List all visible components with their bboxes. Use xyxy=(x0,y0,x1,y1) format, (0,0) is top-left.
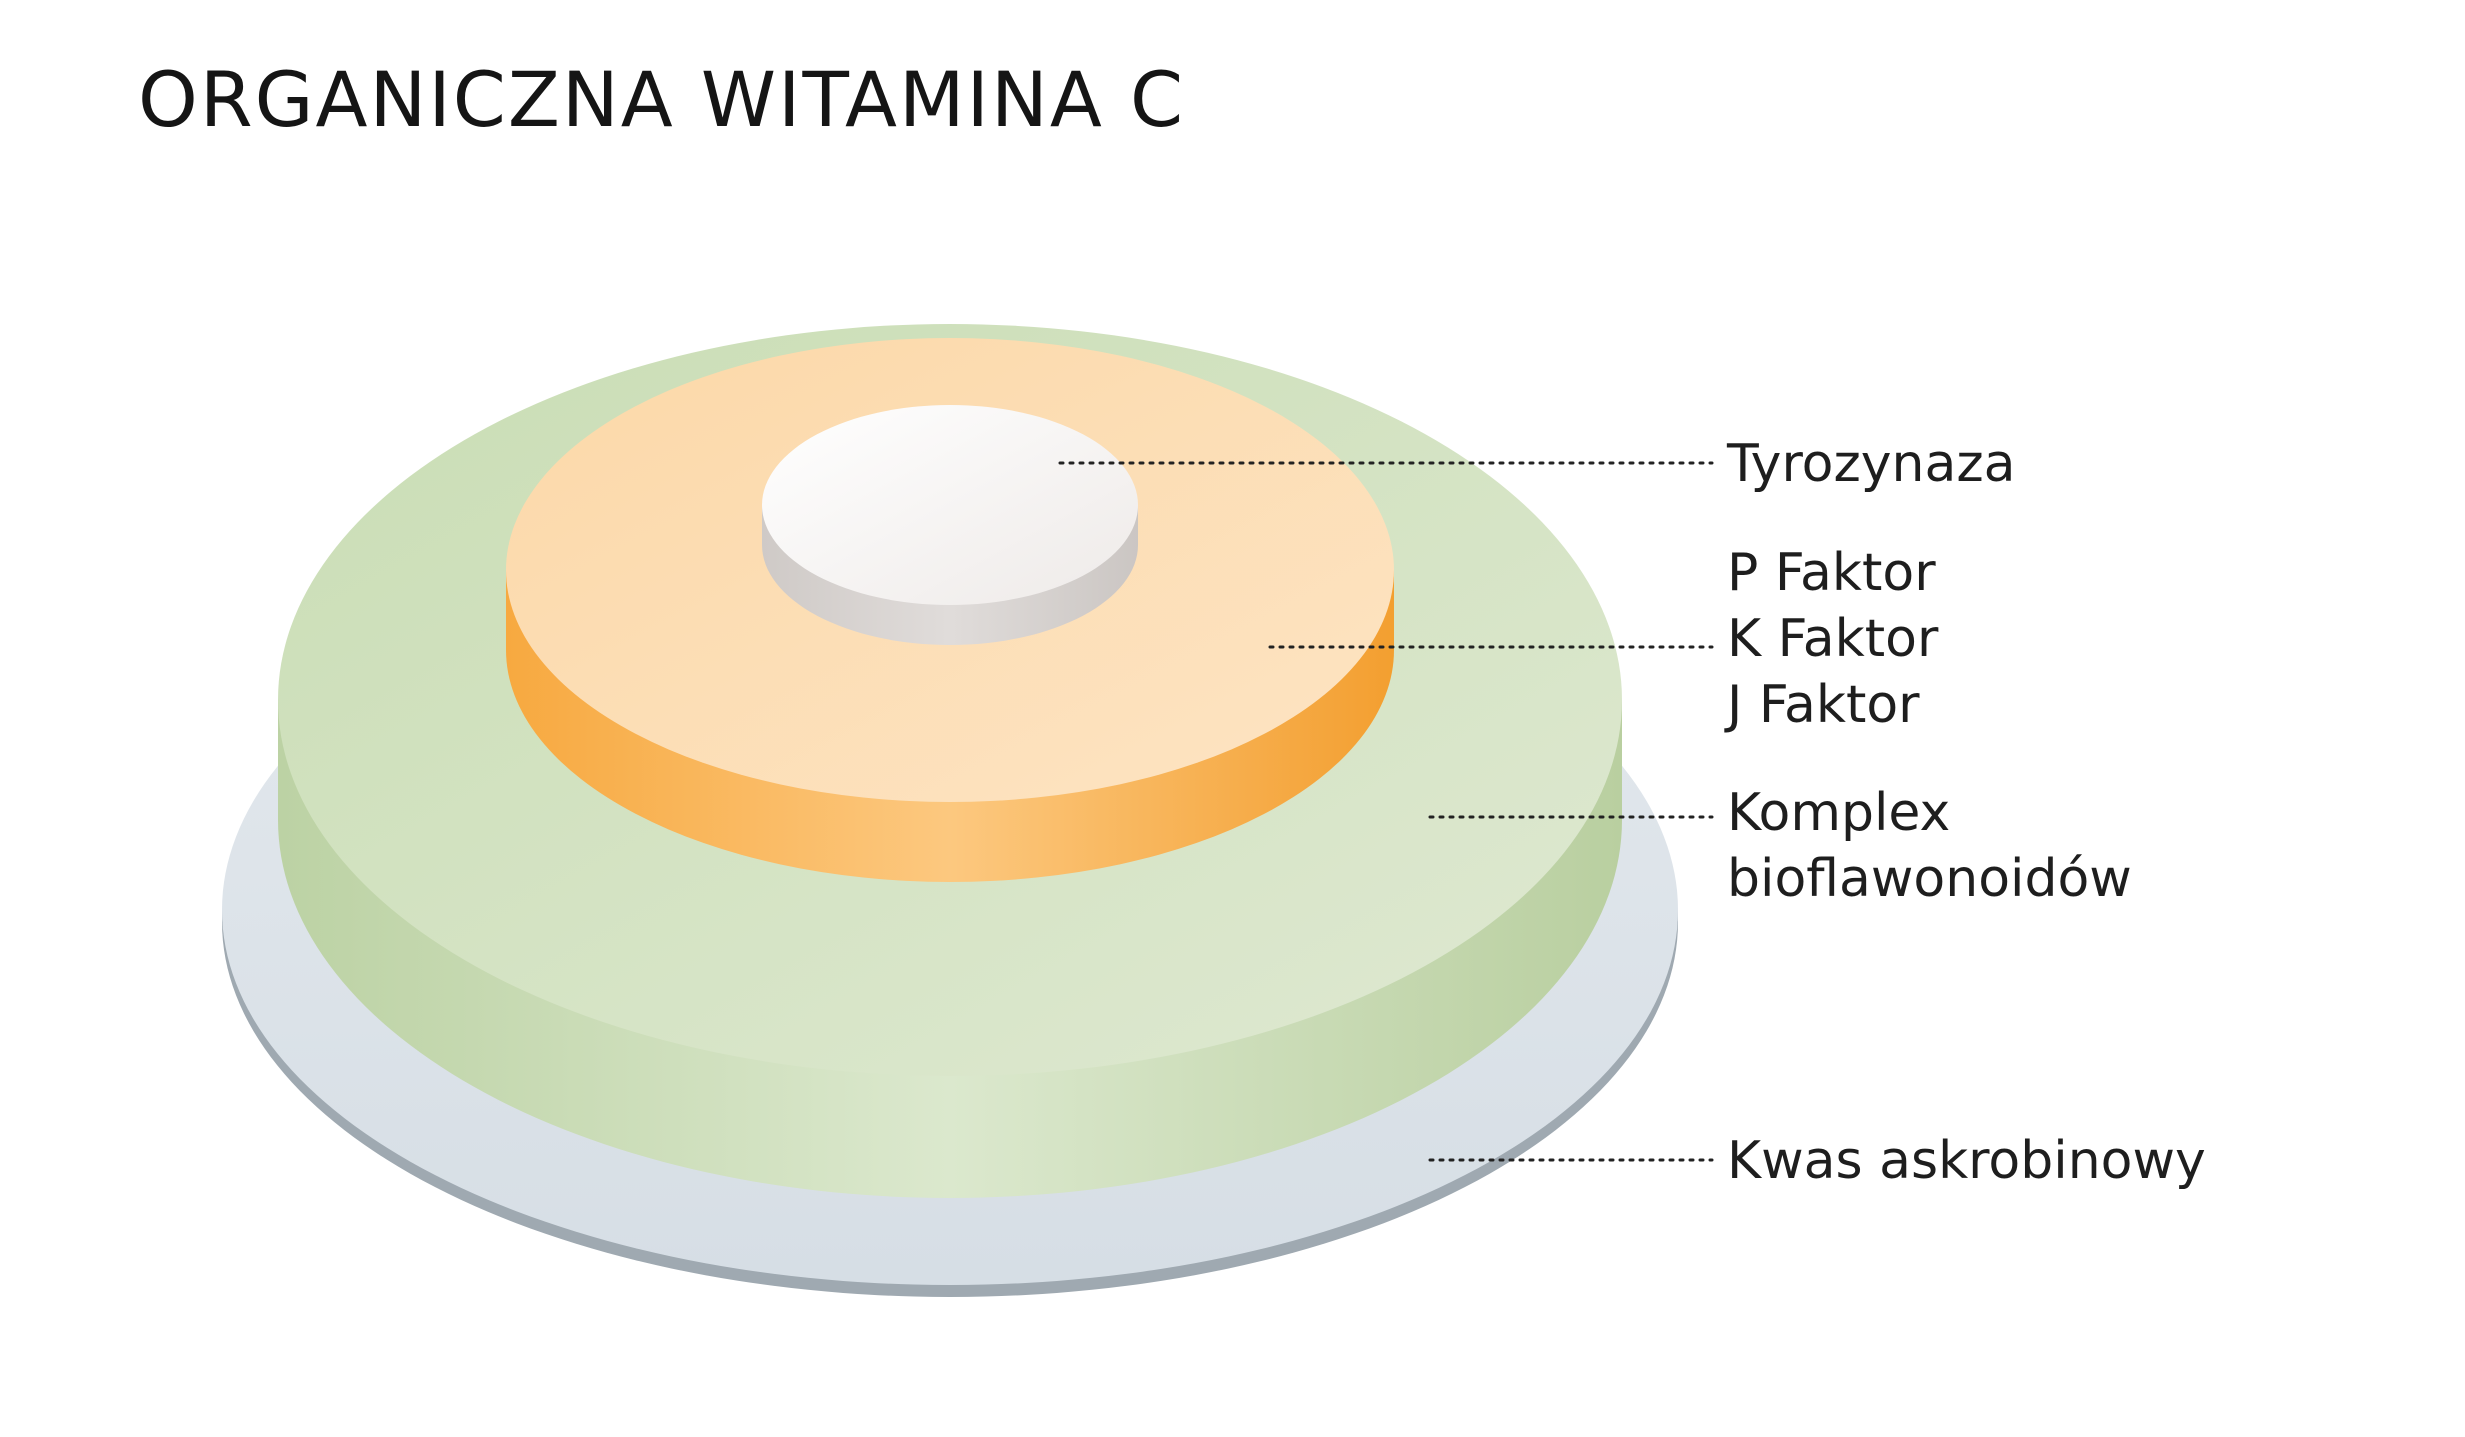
label-line: bioflawonoidów xyxy=(1727,849,2132,909)
label-line: J Faktor xyxy=(1727,675,1920,735)
label-line: K Faktor xyxy=(1727,609,1939,669)
label-line: Komplex xyxy=(1727,783,1951,843)
label-faktory: P Faktor K Faktor J Faktor xyxy=(1727,540,1938,738)
label-line: Tyrozynaza xyxy=(1727,434,2016,494)
diagram-title: ORGANICZNA WITAMINA C xyxy=(138,55,1186,144)
label-kwas: Kwas askrobinowy xyxy=(1727,1128,2206,1194)
core-layer-disc xyxy=(762,405,1138,645)
label-komplex: Komplex bioflawonoidów xyxy=(1727,780,2132,912)
label-line: P Faktor xyxy=(1727,543,1936,603)
label-tyrozynaza: Tyrozynaza xyxy=(1727,431,2016,497)
label-line: Kwas askrobinowy xyxy=(1727,1131,2206,1191)
